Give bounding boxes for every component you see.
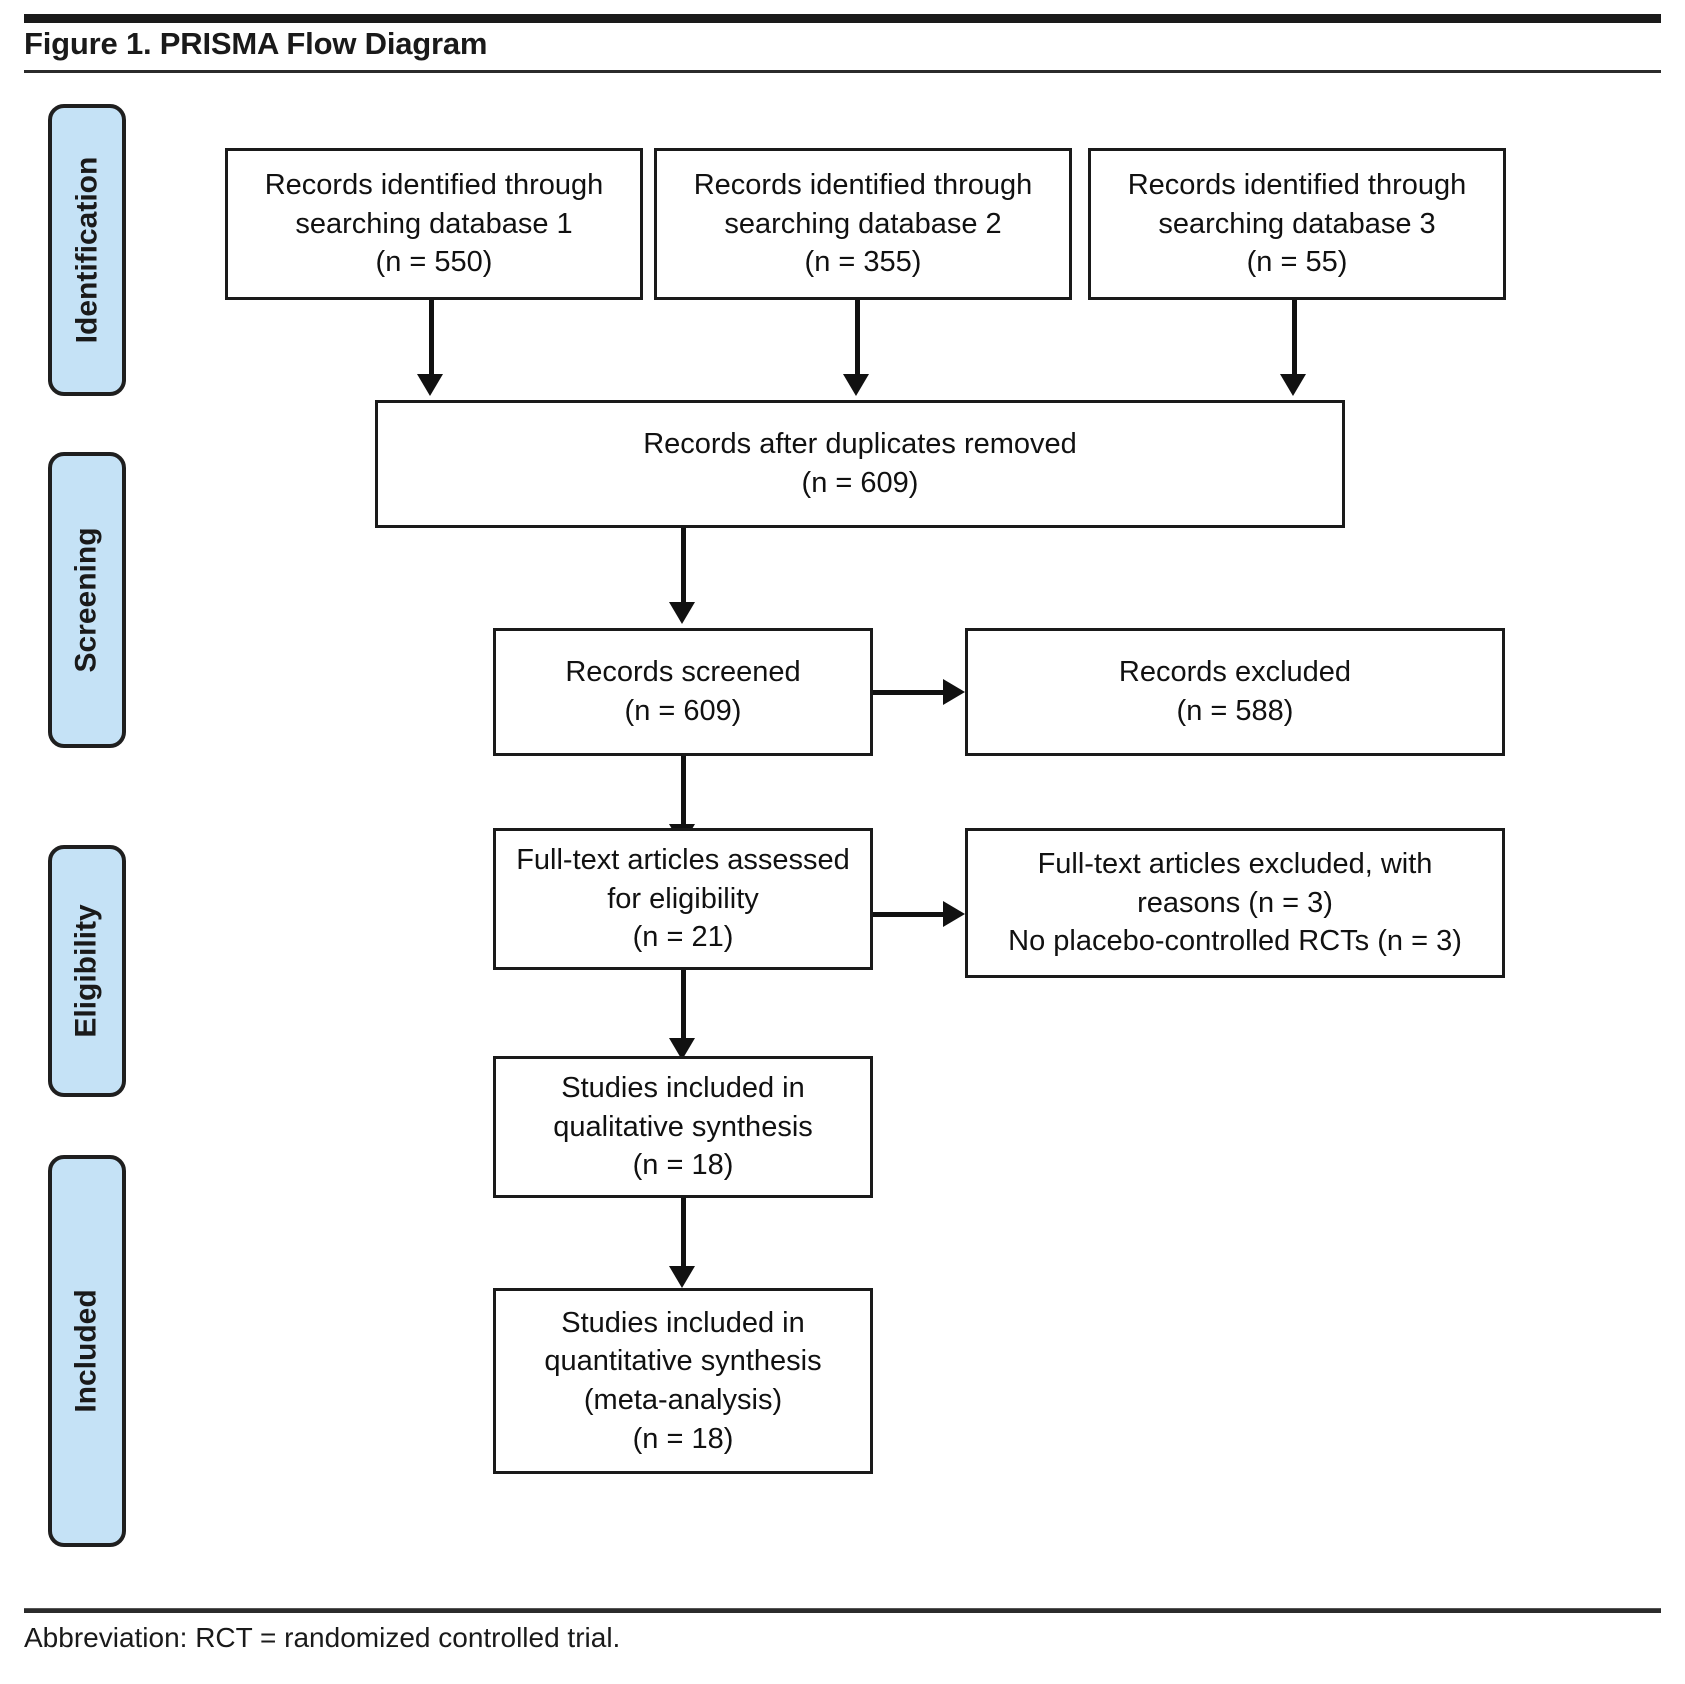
stage-label: Identification <box>70 156 104 344</box>
arrowhead-qualitative-to-quantitative <box>669 1266 695 1288</box>
node-records-database-2: Records identified through searching dat… <box>654 148 1072 300</box>
arrowhead-dedup-to-screened <box>669 602 695 624</box>
node-line: Studies included in <box>561 1306 805 1339</box>
connector-db2-to-dedup <box>855 300 860 378</box>
stage-tab-eligibility: Eligibility <box>48 845 126 1097</box>
node-line: (n = 18) <box>632 1149 734 1182</box>
node-line: No placebo-controlled RCTs (n = 3) <box>1008 925 1462 958</box>
page-title: Figure 1. PRISMA Flow Diagram <box>24 26 488 61</box>
node-line: searching database 2 <box>724 207 1002 240</box>
node-line: Records identified through <box>693 169 1033 202</box>
node-line: (n = 18) <box>632 1422 734 1455</box>
arrowhead-db3-to-dedup <box>1280 374 1306 396</box>
footer-rule <box>24 1608 1661 1613</box>
node-records-screened: Records screened (n = 609) <box>493 628 873 756</box>
connector-screened-to-excluded <box>873 690 945 695</box>
node-line: Studies included in <box>561 1072 805 1105</box>
stage-label: Eligibility <box>70 904 104 1038</box>
arrowhead-fulltext-to-qualitative <box>669 1038 695 1060</box>
connector-qualitative-to-quantitative <box>681 1198 686 1272</box>
connector-db1-to-dedup <box>429 300 434 378</box>
node-line: (n = 609) <box>801 467 919 499</box>
node-records-database-3: Records identified through searching dat… <box>1088 148 1506 300</box>
node-fulltext-assessed: Full-text articles assessed for eligibil… <box>493 828 873 970</box>
header-rule-thin <box>24 70 1661 73</box>
connector-dedup-to-screened <box>681 528 686 606</box>
arrowhead-fulltext-to-excluded <box>943 901 965 927</box>
stage-tab-identification: Identification <box>48 104 126 396</box>
stage-tab-included: Included <box>48 1155 126 1547</box>
node-line: quantitative synthesis <box>544 1345 822 1378</box>
node-line: reasons (n = 3) <box>1137 886 1333 919</box>
connector-screened-to-fulltext <box>681 756 686 830</box>
node-line: searching database 3 <box>1158 207 1436 240</box>
node-line: (meta-analysis) <box>583 1384 783 1416</box>
header-rule-thick <box>24 14 1661 23</box>
node-line: Full-text articles assessed <box>516 844 850 877</box>
node-line: Records identified through <box>1127 169 1467 202</box>
node-line: Records excluded <box>1118 656 1352 689</box>
node-line: Records screened <box>565 656 801 689</box>
arrowhead-screened-to-excluded <box>943 679 965 705</box>
node-studies-qualitative-synthesis: Studies included in qualitative synthesi… <box>493 1056 873 1198</box>
node-line: qualitative synthesis <box>553 1110 813 1143</box>
node-records-after-duplicates-removed: Records after duplicates removed (n = 60… <box>375 400 1345 528</box>
connector-fulltext-to-qualitative <box>681 970 686 1044</box>
node-records-database-1: Records identified through searching dat… <box>225 148 643 300</box>
arrowhead-db2-to-dedup <box>843 374 869 396</box>
node-records-excluded: Records excluded (n = 588) <box>965 628 1505 756</box>
node-fulltext-excluded-with-reasons: Full-text articles excluded, with reason… <box>965 828 1505 978</box>
node-line: (n = 55) <box>1246 246 1348 279</box>
node-studies-quantitative-synthesis: Studies included in quantitative synthes… <box>493 1288 873 1474</box>
stage-label: Screening <box>70 527 103 673</box>
node-line: (n = 609) <box>624 695 742 727</box>
node-line: Records identified through <box>264 169 604 202</box>
node-line: Records after duplicates removed <box>643 428 1077 461</box>
connector-fulltext-to-excluded <box>873 912 945 917</box>
node-line: (n = 21) <box>632 921 734 954</box>
node-line: Full-text articles excluded, with <box>1037 848 1433 881</box>
node-line: for eligibility <box>607 882 759 915</box>
node-line: (n = 588) <box>1176 695 1294 727</box>
arrowhead-db1-to-dedup <box>417 374 443 396</box>
stage-label: Included <box>70 1289 103 1413</box>
stage-tab-screening: Screening <box>48 452 126 748</box>
connector-db3-to-dedup <box>1292 300 1297 378</box>
node-line: (n = 550) <box>375 246 493 279</box>
abbreviation-note: Abbreviation: RCT = randomized controlle… <box>24 1622 621 1653</box>
node-line: searching database 1 <box>295 207 573 240</box>
node-line: (n = 355) <box>804 246 922 279</box>
